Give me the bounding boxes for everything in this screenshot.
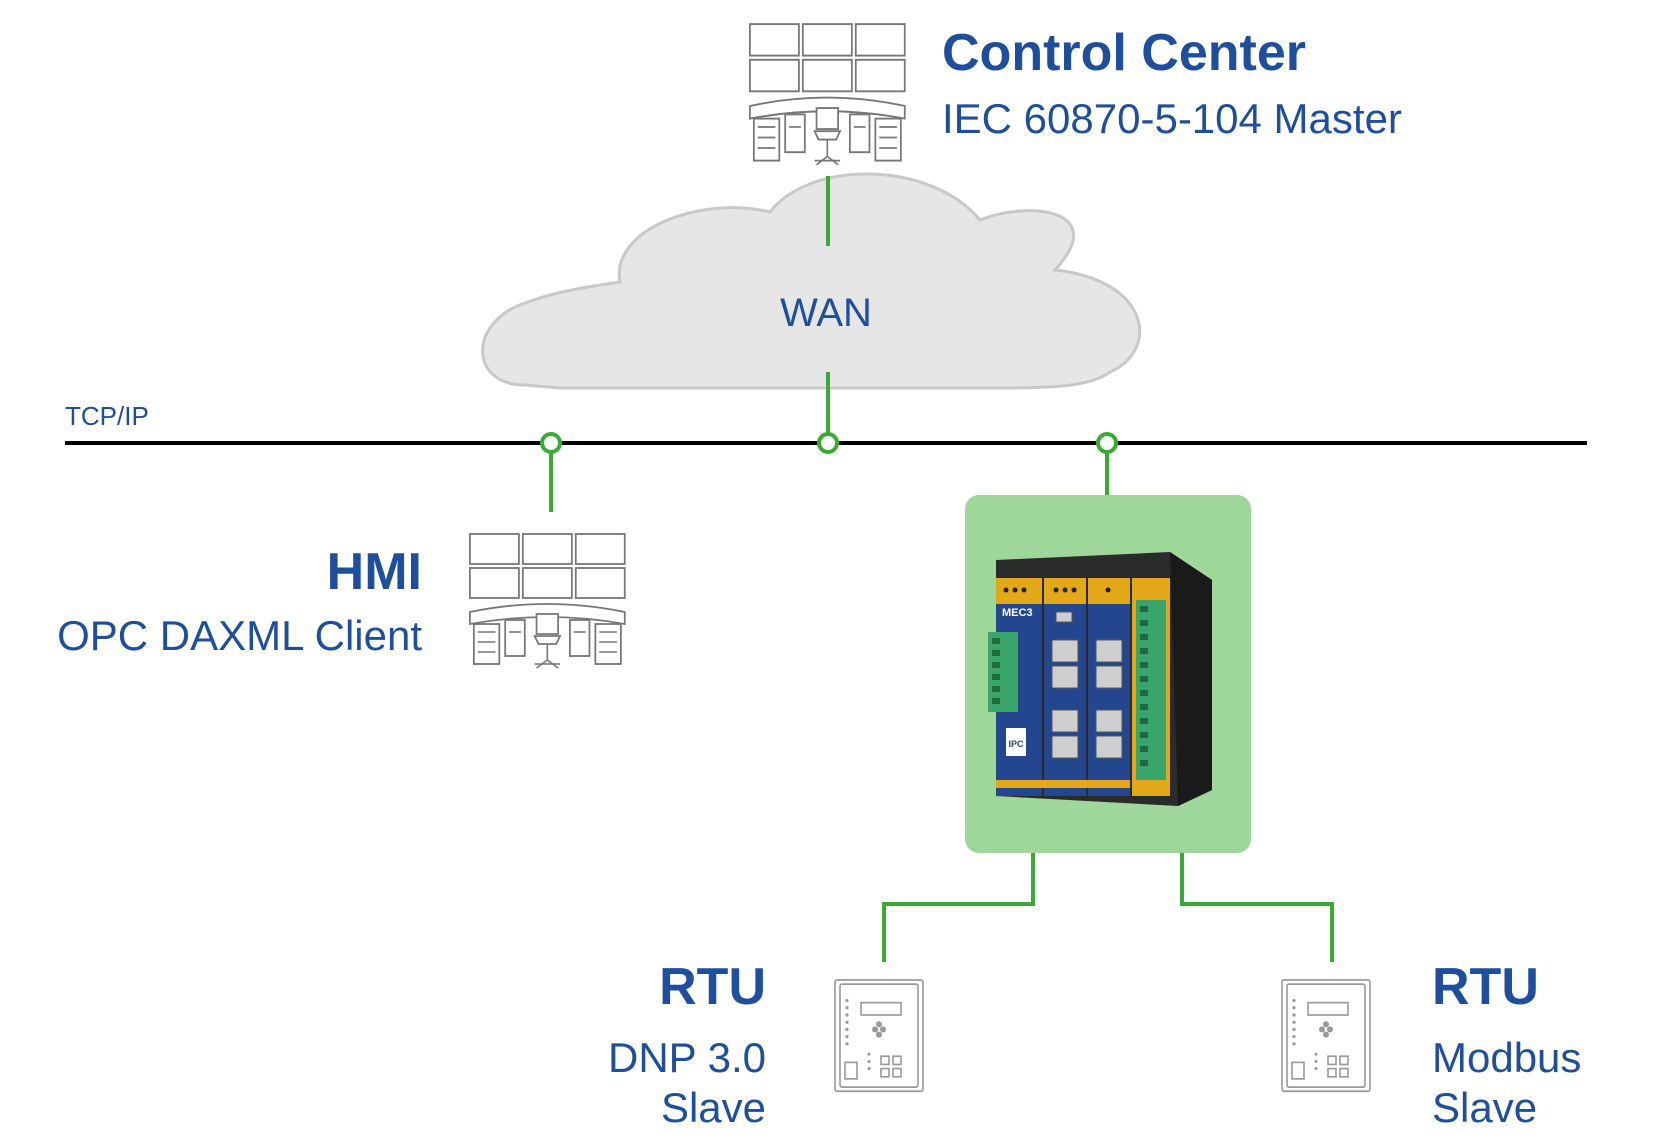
rtu-right-icon: [1281, 979, 1371, 1093]
rtu-left-icon: [834, 979, 924, 1093]
bus-node-wan: [817, 432, 839, 454]
wan-label: WAN: [780, 291, 872, 335]
rtu-right-role: Slave: [1432, 1084, 1538, 1131]
control-center-subtitle: IEC 60870-5-104 Master: [942, 95, 1402, 142]
rtu-right-title: RTU: [1432, 958, 1539, 1016]
wan-cloud: [481, 172, 1142, 390]
control-center-title: Control Center: [942, 24, 1306, 82]
rtu-right-protocol: Modbus: [1432, 1034, 1582, 1081]
bus-node-gateway: [1096, 432, 1118, 454]
hmi-subtitle: OPC DAXML Client: [57, 612, 422, 659]
rtu-left-protocol: DNP 3.0: [608, 1034, 766, 1081]
bus-node-hmi: [540, 432, 562, 454]
hmi-icon: [469, 533, 626, 669]
rtu-left-role: Slave: [660, 1084, 766, 1131]
rtu-gateway-icon: MEC3 IPC: [988, 552, 1212, 806]
control-center-icon: [748, 23, 906, 166]
link-gateway-rtu-left: [882, 830, 1035, 962]
tcpip-label: TCP/IP: [65, 401, 149, 431]
link-gateway-rtu-right: [1180, 830, 1334, 962]
rtu-left-title: RTU: [659, 958, 766, 1016]
gateway-logo: IPC: [1008, 739, 1024, 749]
hmi-title: HMI: [326, 543, 422, 601]
gateway-model-label: MEC3: [1002, 607, 1033, 619]
